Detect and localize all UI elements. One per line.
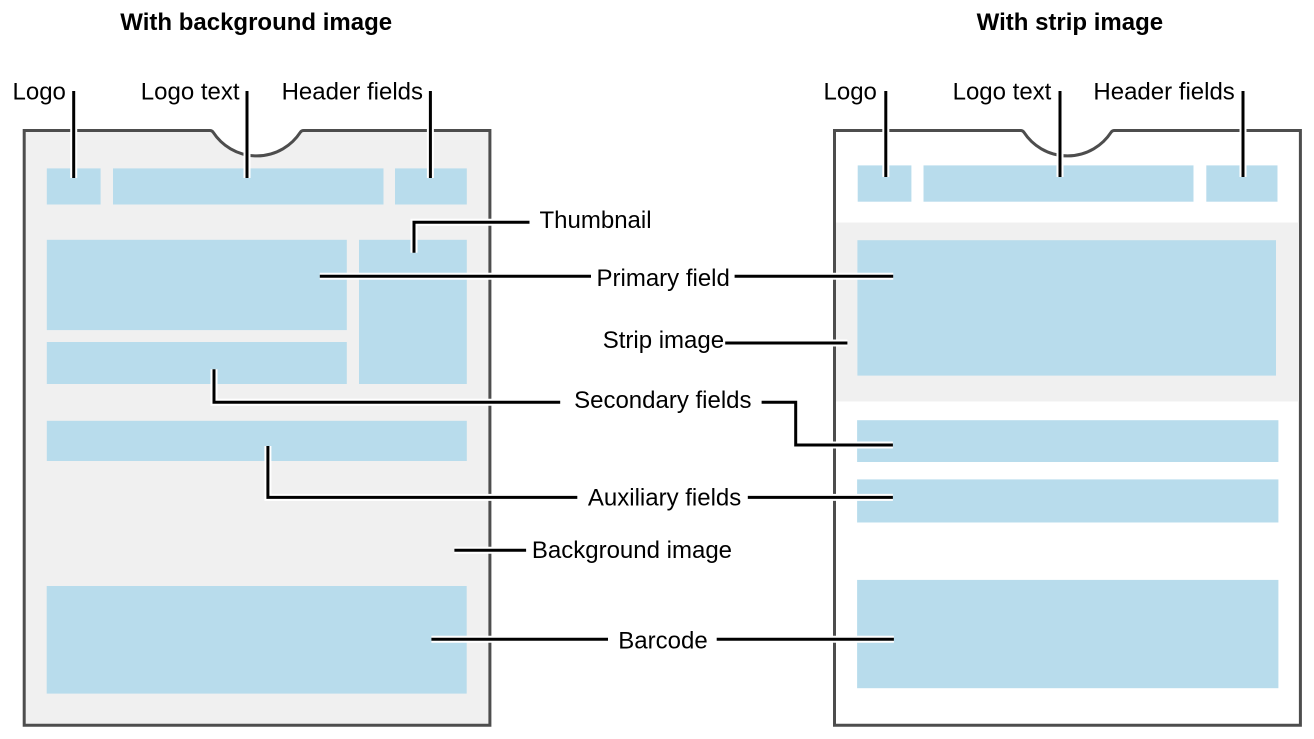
svg-text:With strip image: With strip image xyxy=(977,9,1163,36)
svg-text:Logo text: Logo text xyxy=(141,79,240,106)
svg-text:Logo: Logo xyxy=(13,79,66,106)
svg-text:Logo: Logo xyxy=(824,79,877,106)
svg-text:Auxiliary fields: Auxiliary fields xyxy=(588,485,741,512)
svg-text:Primary field: Primary field xyxy=(597,265,730,292)
svg-text:Thumbnail: Thumbnail xyxy=(540,207,652,234)
svg-text:Header fields: Header fields xyxy=(282,79,423,106)
svg-text:Barcode: Barcode xyxy=(618,628,707,655)
svg-text:Background image: Background image xyxy=(532,537,732,564)
svg-text:Secondary fields: Secondary fields xyxy=(574,387,751,414)
svg-text:Header fields: Header fields xyxy=(1093,79,1234,106)
svg-text:Strip image: Strip image xyxy=(603,327,724,354)
svg-text:Logo text: Logo text xyxy=(953,79,1052,106)
svg-text:With background image: With background image xyxy=(120,9,392,36)
